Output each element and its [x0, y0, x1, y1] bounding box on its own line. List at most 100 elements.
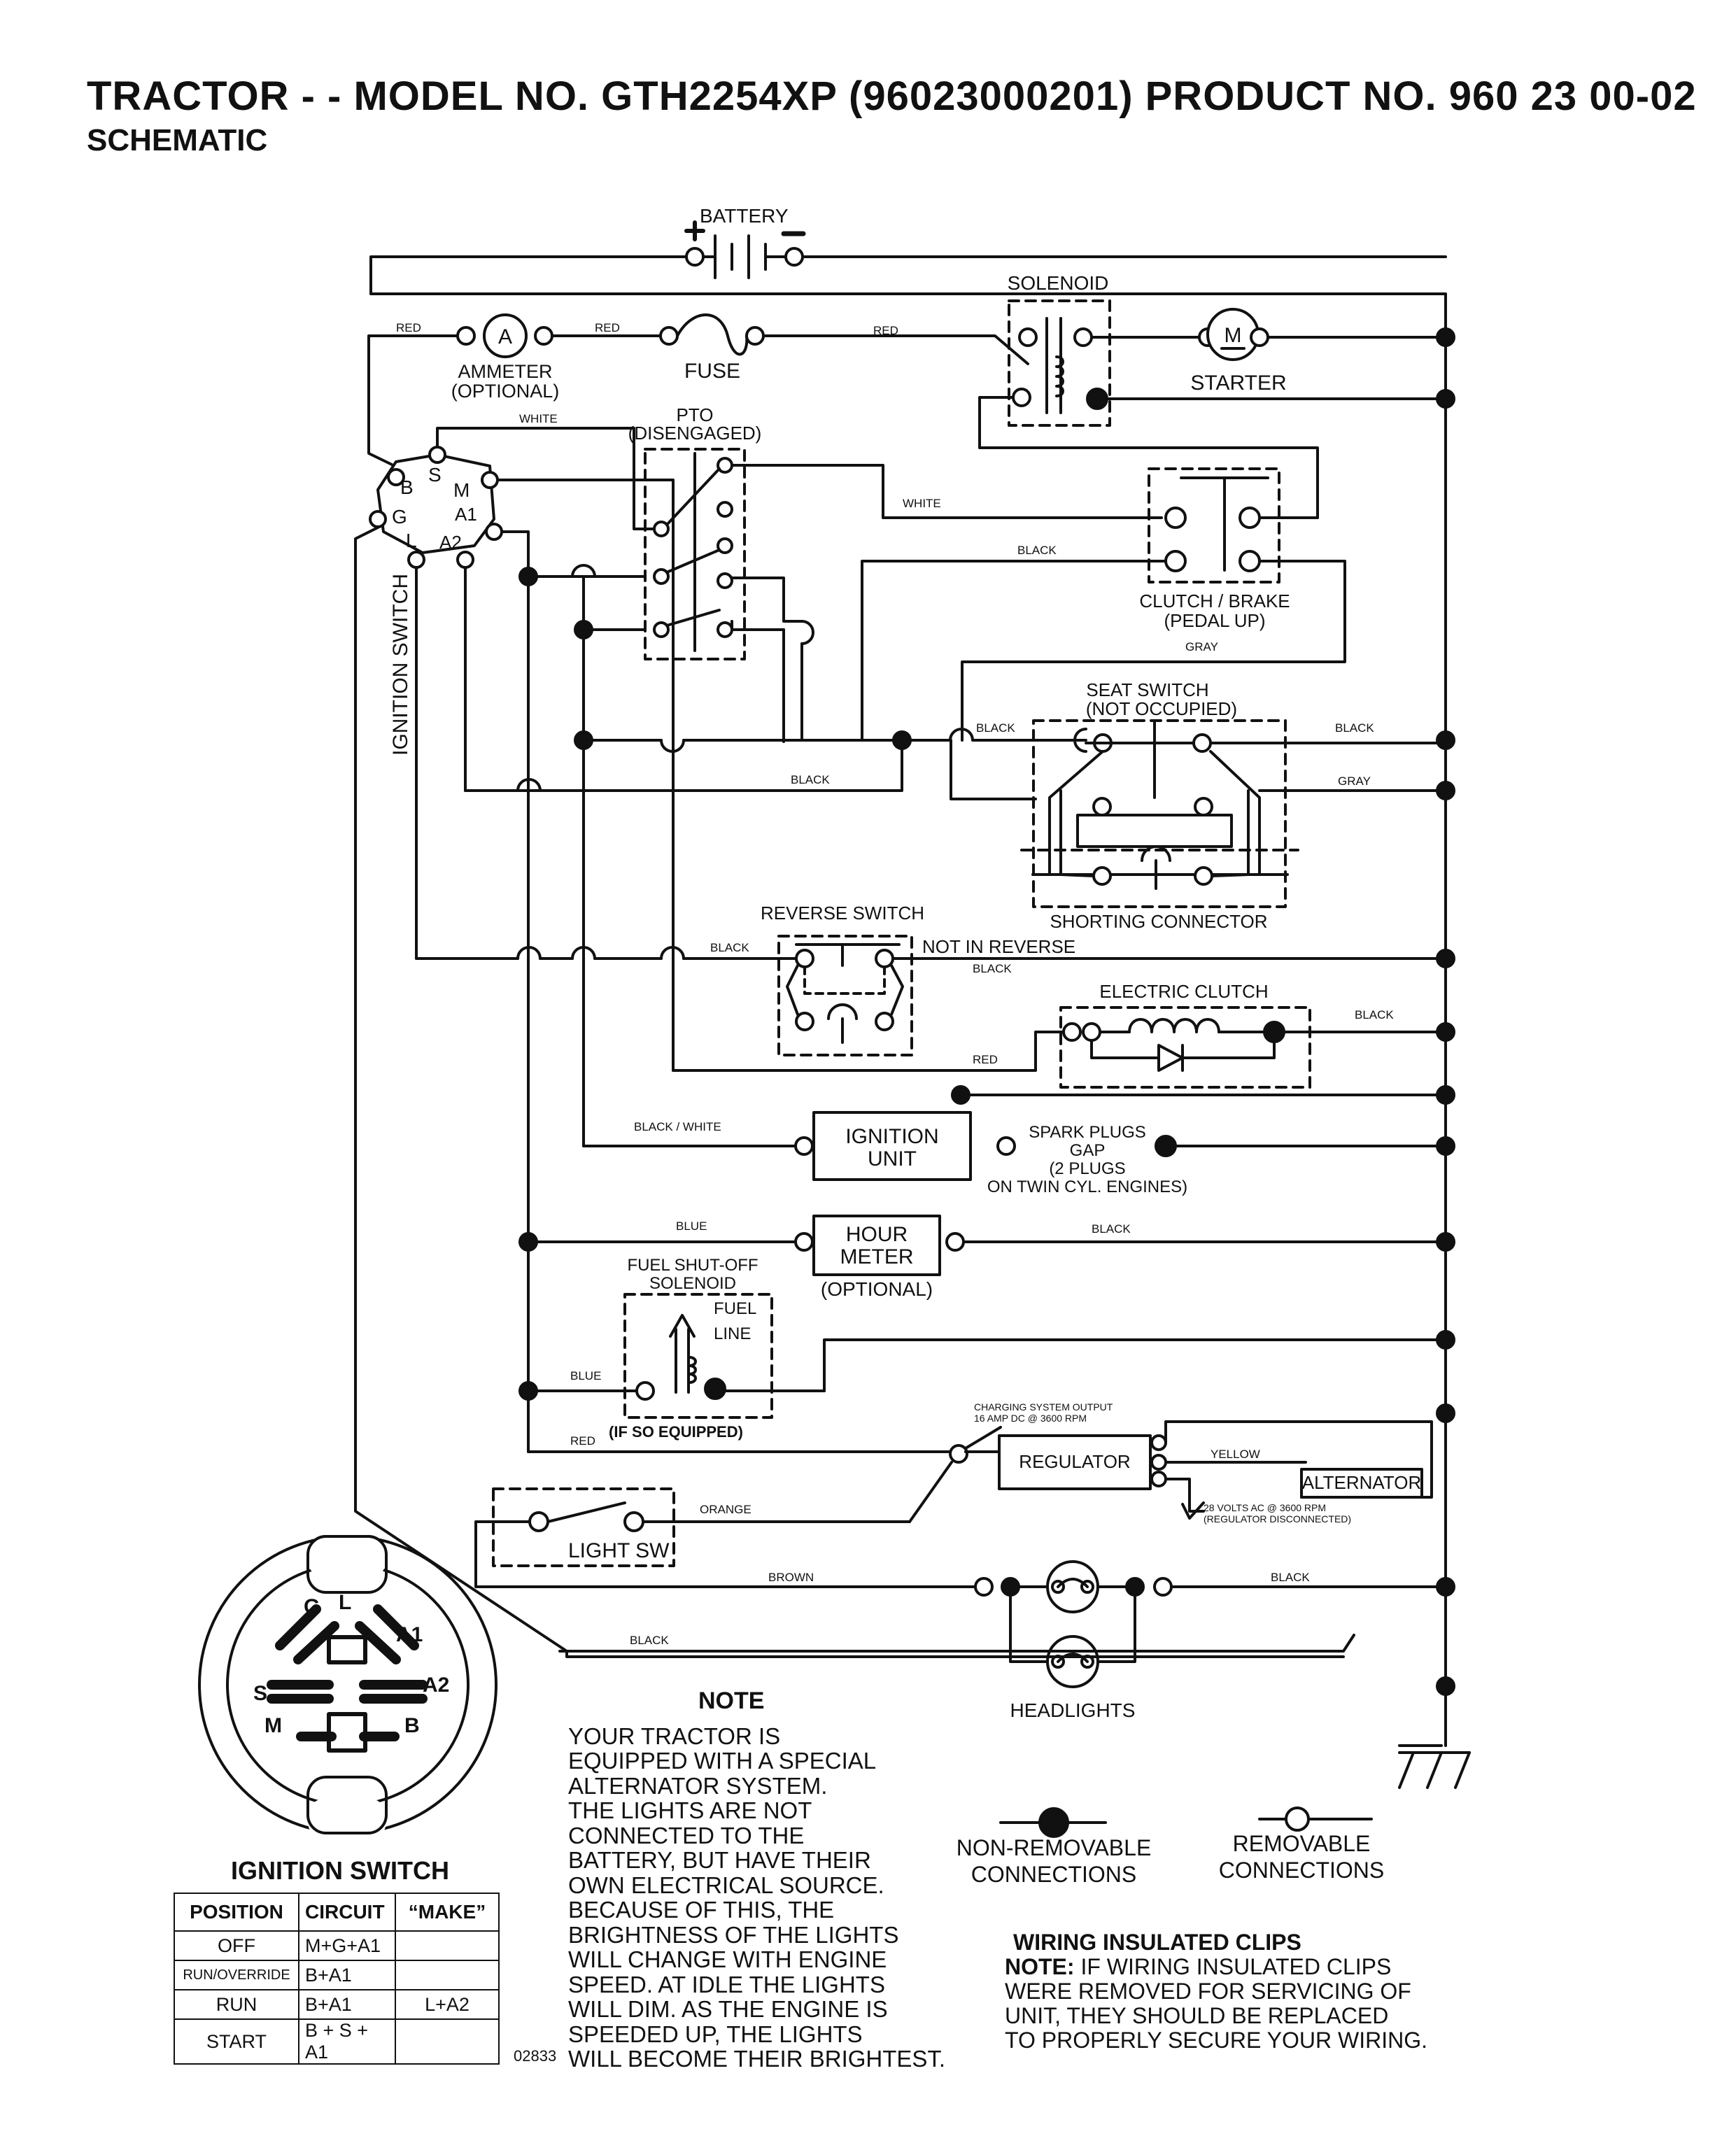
alternator-volts-label-2: (REGULATOR DISCONNECTED) — [1204, 1513, 1351, 1525]
svg-text:G: G — [304, 1595, 320, 1618]
ignition-table-title: IGNITION SWITCH — [231, 1856, 449, 1885]
ignition-switch-diagram — [198, 1535, 497, 1840]
battery-label: BATTERY — [700, 205, 789, 227]
ammeter-label: AMMETER — [458, 361, 553, 382]
wiring-clips-note: WIRING INSULATED CLIPS NOTE: IF WIRING I… — [1005, 1930, 1427, 2053]
ammeter-letter: A — [498, 325, 512, 348]
solenoid-box — [1008, 299, 1111, 427]
document-number: 02833 — [514, 2047, 557, 2065]
fuel-shutoff-label-1: FUEL SHUT-OFF — [627, 1256, 758, 1275]
svg-text:BROWN: BROWN — [768, 1571, 814, 1584]
svg-text:BLACK: BLACK — [710, 941, 749, 954]
ammeter — [483, 313, 528, 358]
clips-line-3: UNIT, THEY SHOULD BE REPLACED — [1005, 2003, 1389, 2028]
svg-text:BLACK / WHITE: BLACK / WHITE — [634, 1120, 721, 1133]
hour-meter-label-2: METER — [840, 1245, 914, 1268]
note-line: ALTERNATOR SYSTEM. — [568, 1772, 828, 1799]
legend-removable — [1258, 1806, 1373, 1832]
svg-text:RED: RED — [570, 1434, 595, 1448]
light-switch-box — [492, 1487, 675, 1567]
svg-text:B: B — [404, 1714, 420, 1737]
svg-text:S: S — [253, 1682, 267, 1705]
page-subtitle: SCHEMATIC — [87, 123, 268, 157]
svg-text:A2: A2 — [423, 1674, 449, 1697]
page-title: TRACTOR - - MODEL NO. GTH2254XP (9602300… — [87, 73, 1697, 119]
pto-switch-box — [644, 448, 746, 660]
svg-text:BLUE: BLUE — [570, 1369, 601, 1382]
svg-text:RED: RED — [873, 324, 898, 337]
note-block: NOTE YOUR TRACTOR IS EQUIPPED WITH A SPE… — [568, 1688, 946, 2072]
clutch-brake-pedal-label: (PEDAL UP) — [1164, 610, 1266, 631]
charging-output-label-2: 16 AMP DC @ 3600 RPM — [974, 1413, 1087, 1424]
terminal-A1: A1 — [455, 504, 477, 525]
spark-plugs-label-3: (2 PLUGS — [1049, 1159, 1125, 1178]
table-row: RUN/OVERRIDE B+A1 — [174, 1960, 500, 1990]
svg-text:WHITE: WHITE — [903, 497, 941, 510]
header-position: POSITION — [174, 1893, 299, 1932]
svg-text:BLUE: BLUE — [676, 1219, 707, 1233]
legend-non-removable-label-2: CONNECTIONS — [971, 1862, 1136, 1887]
note-line: YOUR TRACTOR IS — [568, 1723, 781, 1749]
alternator-box — [1300, 1468, 1423, 1499]
clips-title: WIRING INSULATED CLIPS — [1013, 1930, 1301, 1955]
note-title: NOTE — [698, 1688, 765, 1714]
note-line: SPEED. AT IDLE THE LIGHTS — [568, 1971, 885, 1997]
svg-text:BLACK: BLACK — [630, 1634, 669, 1647]
svg-text:M: M — [264, 1714, 282, 1737]
legend-removable-label-2: CONNECTIONS — [1219, 1858, 1384, 1883]
ground-symbol — [1398, 1744, 1471, 1789]
clutch-brake-label: CLUTCH / BRAKE — [1139, 590, 1290, 611]
legend-non-removable — [999, 1807, 1107, 1838]
clutch-brake-switch-box — [1148, 467, 1280, 583]
headlight-bottom — [1046, 1635, 1099, 1688]
svg-text:RED: RED — [396, 321, 421, 334]
ignition-switch-diagram-labels: G L A1 A2 S M B — [253, 1591, 449, 1737]
clips-note-bold: NOTE: — [1005, 1954, 1075, 1979]
solenoid-label: SOLENOID — [1008, 272, 1109, 294]
svg-text:GRAY: GRAY — [1185, 640, 1218, 653]
electric-clutch-box — [1059, 1006, 1311, 1089]
svg-text:L: L — [339, 1591, 351, 1614]
svg-text:WHITE: WHITE — [519, 412, 558, 425]
legend-removable-label-1: REMOVABLE — [1233, 1831, 1371, 1856]
seat-switch-box — [1032, 719, 1287, 908]
table-row: START B + S + A1 — [174, 2018, 500, 2065]
ignition-unit-label-1: IGNITION — [845, 1125, 938, 1148]
reverse-switch-box — [777, 935, 913, 1056]
svg-text:BLACK: BLACK — [1271, 1571, 1310, 1584]
svg-text:BLACK: BLACK — [976, 721, 1015, 735]
ignition-unit-label-2: UNIT — [868, 1147, 917, 1170]
pto-label: PTO — [677, 404, 714, 425]
terminal-G: G — [392, 506, 407, 528]
svg-text:RED: RED — [973, 1053, 998, 1066]
note-line: BRIGHTNESS OF THE LIGHTS — [568, 1921, 899, 1948]
svg-text:BLACK: BLACK — [1017, 544, 1057, 557]
note-line: CONNECTED TO THE — [568, 1822, 805, 1848]
seat-switch-state-label: (NOT OCCUPIED) — [1086, 698, 1237, 719]
header-circuit: CIRCUIT — [298, 1893, 396, 1932]
note-line: WILL BECOME THEIR BRIGHTEST. — [568, 2046, 946, 2072]
ignition-switch-table: POSITION CIRCUIT “MAKE” OFF M+G+A1 RUN/O… — [174, 1893, 500, 2065]
note-line: BATTERY, BUT HAVE THEIR — [568, 1847, 871, 1873]
header-make: “MAKE” — [395, 1893, 500, 1932]
fuel-if-equipped-label: (IF SO EQUIPPED) — [609, 1423, 743, 1441]
svg-text:GRAY: GRAY — [1338, 775, 1371, 788]
note-line: OWN ELECTRICAL SOURCE. — [568, 1872, 884, 1898]
spark-plugs-label-4: ON TWIN CYL. ENGINES) — [987, 1177, 1187, 1196]
svg-text:BLACK: BLACK — [1335, 721, 1374, 735]
non-removable-junctions — [518, 327, 1455, 1696]
not-in-reverse-label: NOT IN REVERSE — [922, 936, 1075, 957]
alternator-label: ALTERNATOR — [1302, 1472, 1421, 1493]
note-line: THE LIGHTS ARE NOT — [568, 1797, 812, 1823]
wire-color-labels: RED RED RED WHITE WHITE BLACK GRAY BLACK… — [396, 321, 1394, 1647]
regulator-label: REGULATOR — [1019, 1451, 1130, 1472]
fuel-line-label-2: LINE — [714, 1324, 751, 1343]
light-switch-label: LIGHT SW — [568, 1539, 670, 1562]
table-row: RUN B+A1 L+A2 — [174, 1989, 500, 2020]
battery-symbol — [684, 220, 806, 279]
alternator-volts-label-1: 28 VOLTS AC @ 3600 RPM — [1204, 1502, 1326, 1513]
note-line: BECAUSE OF THIS, THE — [568, 1897, 835, 1923]
terminal-M: M — [453, 479, 470, 501]
